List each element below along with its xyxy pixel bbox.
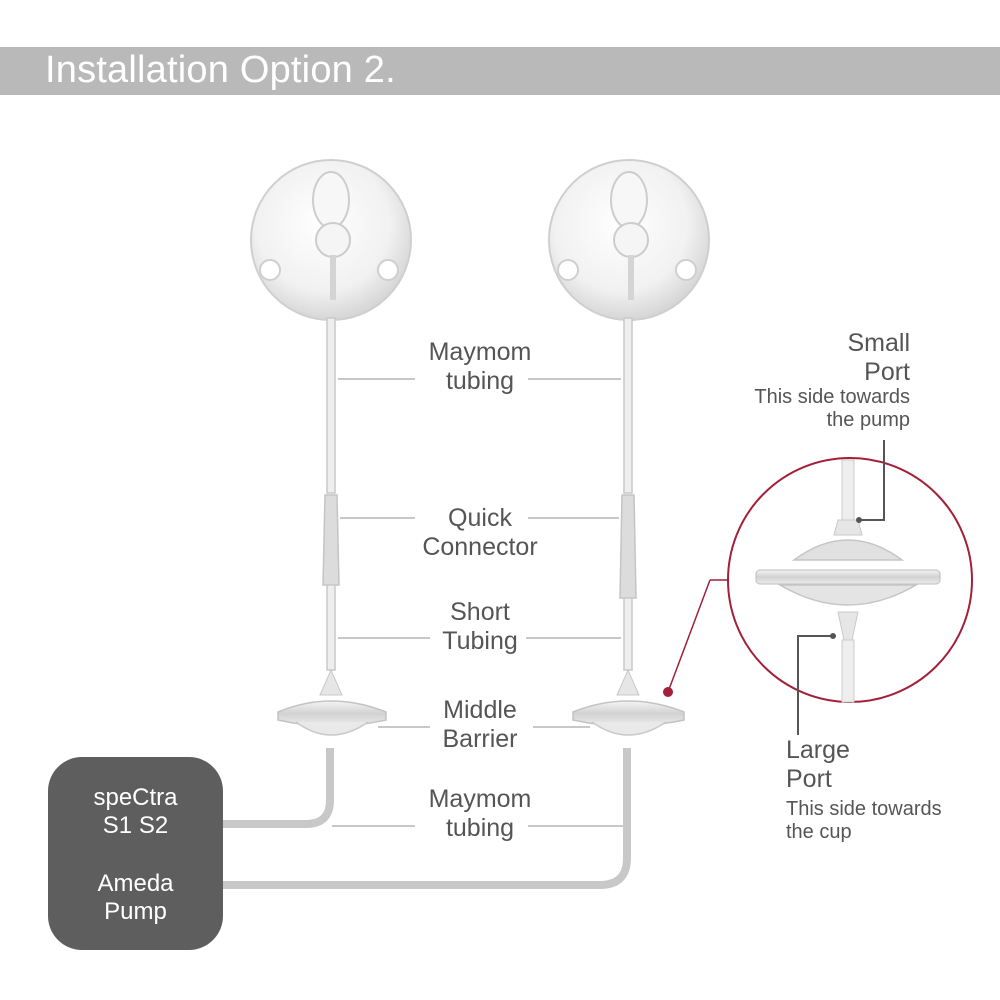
title-bar: Installation Option 2.: [0, 47, 1000, 95]
callout-dot: [663, 687, 673, 697]
right-short-tubing: [623, 597, 633, 671]
leader-lines: [332, 378, 623, 827]
detail-barrier: [755, 459, 941, 703]
left-quick-connector: [322, 494, 340, 586]
left-maymom-tubing: [326, 317, 336, 494]
right-pump-tubing: [223, 748, 631, 889]
left-breast-cup: [250, 159, 412, 321]
right-middle-barrier: [572, 668, 685, 736]
callout-line: [667, 579, 711, 693]
right-quick-connector: [619, 494, 637, 599]
right-maymom-tubing: [623, 317, 633, 494]
large-port-leader: [797, 635, 833, 735]
right-breast-cup: [548, 159, 710, 321]
page-title: Installation Option 2.: [45, 49, 396, 91]
left-pump-tubing: [223, 748, 334, 828]
small-port-leader: [859, 440, 885, 521]
left-middle-barrier: [277, 668, 387, 736]
left-short-tubing: [326, 584, 336, 671]
